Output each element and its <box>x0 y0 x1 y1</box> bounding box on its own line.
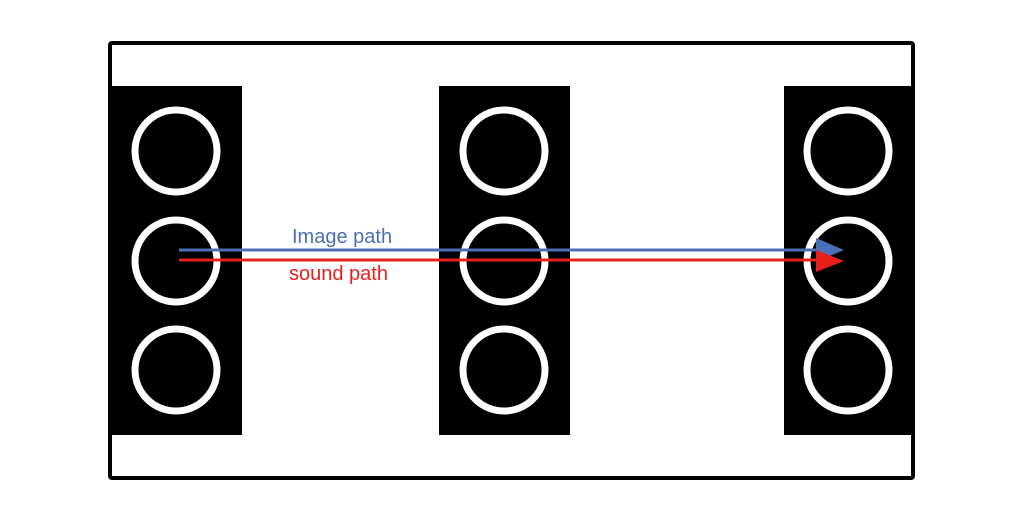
outer-frame <box>108 41 915 480</box>
sound-path-label: sound path <box>289 263 388 285</box>
panel-middle-ring-top <box>459 106 549 196</box>
panel-right <box>784 86 912 435</box>
panel-right-ring-top <box>803 106 893 196</box>
panel-middle-ring-bottom <box>459 325 549 415</box>
sound-path-arrowhead <box>816 250 844 272</box>
panel-left-ring-top <box>131 106 221 196</box>
image-path-label: Image path <box>292 226 392 248</box>
sound-path-arrow <box>179 250 844 272</box>
panel-left-ring-bottom <box>131 325 221 415</box>
panel-left <box>111 86 242 435</box>
panel-right-ring-bottom <box>803 325 893 415</box>
